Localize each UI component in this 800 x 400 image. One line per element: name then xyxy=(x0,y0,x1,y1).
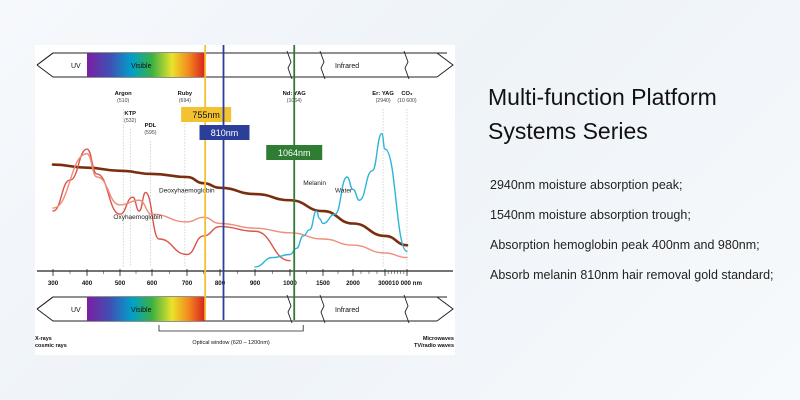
wavelength-label-box xyxy=(181,107,232,122)
x-tick-label: 3000 xyxy=(378,280,392,287)
bottom-visible-band xyxy=(87,297,205,321)
top-axis-break-0 xyxy=(286,50,293,80)
x-tick-label: 600 xyxy=(147,280,158,287)
radio-waves-label: TV/radio waves xyxy=(414,343,454,349)
top-band-left-arrow xyxy=(36,52,65,78)
laser-mark-name: CO₂ xyxy=(401,91,413,97)
wavelength-label-text: 755nm xyxy=(192,110,220,120)
bottom-axis-break-1 xyxy=(319,294,326,324)
title-line-1: Multi-function Platform xyxy=(488,84,717,110)
laser-mark-value: (2940) xyxy=(376,98,391,104)
feature-item: Absorb melanin 810nm hair removal gold s… xyxy=(490,268,774,282)
laser-mark-name: Er: YAG xyxy=(372,91,394,97)
feature-item: 1540nm moisture absorption trough; xyxy=(490,208,691,222)
wavelength-label-text: 810nm xyxy=(211,128,239,138)
bottom-infrared-label: Infrared xyxy=(335,307,359,314)
top-uv-label: UV xyxy=(71,63,81,70)
top-visible-band xyxy=(87,53,205,77)
title-line-2: Systems Series xyxy=(488,118,648,144)
laser-mark-name: KTP xyxy=(124,111,136,117)
series-line-melanin xyxy=(51,163,409,247)
laser-mark-value: (510) xyxy=(117,98,129,104)
laser-mark-name: Ruby xyxy=(178,91,193,97)
bottom-visible-label: Visible xyxy=(131,307,152,314)
top-band-right-arrow xyxy=(436,52,454,78)
x-tick-label: 2000 xyxy=(346,280,360,287)
series-label: Water xyxy=(335,188,353,195)
x-tick-label: 900 xyxy=(250,280,261,287)
x-tick-label: 400 xyxy=(82,280,93,287)
wavelength-label-text: 1064nm xyxy=(278,148,311,158)
page-title: Multi-function Platform Systems Series xyxy=(488,80,788,148)
laser-mark-value: (694) xyxy=(179,98,191,104)
x-tick-label: 1500 xyxy=(316,280,330,287)
series-label: Deoxyhaemoglobin xyxy=(159,188,215,195)
optical-window-label: Optical window (620 – 1200nm) xyxy=(192,340,270,346)
laser-mark-name: Argon xyxy=(115,91,133,97)
series-line-deoxyhaemoglobin xyxy=(52,153,408,259)
laser-mark-name: PDL xyxy=(145,123,157,129)
feature-item: Absorption hemoglobin peak 400nm and 980… xyxy=(490,238,760,252)
series-label: Oxyhaemoglobin xyxy=(113,214,162,221)
x-rays-label: X-rays xyxy=(35,336,52,342)
bottom-uv-label: UV xyxy=(71,307,81,314)
laser-mark-value: (10 600) xyxy=(397,98,417,104)
series-label: Melanin xyxy=(303,180,326,187)
series-line-oxyhaemoglobin xyxy=(52,148,291,262)
x-tick-label: 1000 xyxy=(283,280,297,287)
top-infrared-label: Infrared xyxy=(335,63,359,70)
laser-mark-value: (532) xyxy=(124,118,136,124)
info-panel: Multi-function Platform Systems Series 2… xyxy=(488,80,788,298)
top-axis-break-1 xyxy=(319,50,326,80)
wavelength-label-box xyxy=(266,145,323,160)
microwaves-label: Microwaves xyxy=(423,336,454,342)
cosmic-rays-label: cosmic rays xyxy=(35,343,67,349)
bottom-band-right-arrow xyxy=(436,296,454,322)
x-tick-label: 500 xyxy=(115,280,126,287)
top-axis-break-2 xyxy=(403,50,410,80)
laser-mark-value: (595) xyxy=(144,130,156,136)
x-tick-label: 800 xyxy=(215,280,226,287)
optical-window-bracket xyxy=(158,325,304,332)
x-tick-label: 300 xyxy=(48,280,59,287)
wavelength-label-box xyxy=(199,125,250,140)
bottom-axis-break-2 xyxy=(403,294,410,324)
bottom-axis-break-0 xyxy=(286,294,293,324)
feature-item: 2940nm moisture absorption peak; xyxy=(490,178,683,192)
bottom-band-left-arrow xyxy=(36,296,65,322)
x-tick-label: 10 000 nm xyxy=(392,280,422,287)
x-tick-label: 700 xyxy=(182,280,193,287)
top-visible-label: Visible xyxy=(131,63,152,70)
